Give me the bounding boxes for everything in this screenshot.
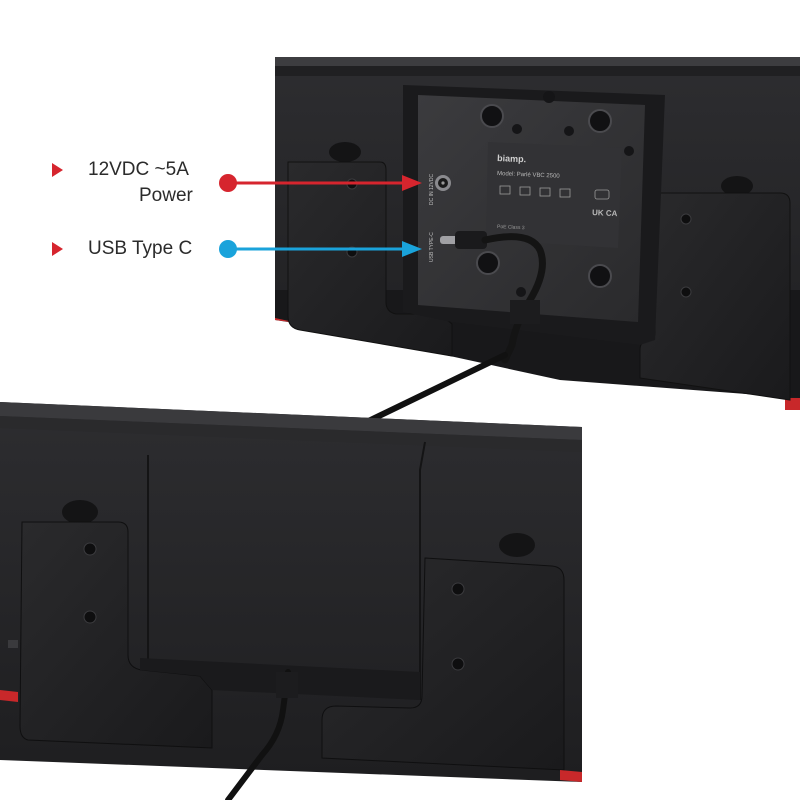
top-device-red-accent-right	[785, 398, 800, 410]
bottom-mount-hole-left	[62, 500, 98, 524]
top-right-bracket-screw-2	[680, 286, 692, 298]
bottom-left-bracket	[19, 521, 213, 749]
usb-c-plug	[440, 231, 487, 249]
power-callout-line2: Power	[139, 185, 193, 206]
dc-in-port-label: DC IN 12VDC	[429, 173, 435, 205]
power-bullet-icon	[52, 163, 63, 177]
usb-bullet-icon	[52, 242, 63, 256]
bottom-right-bracket-screw-1	[451, 582, 465, 596]
top-device-groove	[275, 66, 800, 76]
top-mount-hole-right	[721, 176, 753, 196]
power-callout-line	[219, 174, 422, 192]
top-right-bracket	[639, 192, 791, 401]
cable-holder	[510, 300, 540, 324]
top-mount-hole-left	[329, 142, 361, 162]
label-uk-mark: UK CA	[592, 208, 618, 218]
bottom-device-red-accent-left	[0, 690, 18, 702]
bottom-right-bracket	[321, 557, 565, 771]
usb-callout-line	[219, 240, 422, 258]
usb-callout-line1: USB Type C	[88, 238, 193, 259]
usb-port-label: USB TYPE-C	[429, 232, 435, 262]
usb-cable-top	[481, 233, 546, 364]
bottom-mount-hole-right	[499, 533, 535, 557]
bottom-device-top	[0, 402, 582, 440]
bottom-device	[0, 402, 582, 800]
panel-mount-holes	[476, 104, 612, 288]
top-left-bracket	[287, 161, 453, 357]
usb-cable-long	[347, 352, 508, 433]
label-model: Model: Parlé VBC 2500	[497, 171, 561, 180]
bottom-device-red-accent-right	[560, 770, 582, 782]
top-right-bracket-screw-1	[680, 213, 692, 225]
top-device: biamp. Model: Parlé VBC 2500 UK CA PoE C…	[275, 57, 800, 410]
bottom-device-seam	[147, 441, 426, 700]
power-callout-line1: 12VDC ~5A	[88, 159, 189, 180]
bottom-cable-holder	[276, 672, 298, 698]
label-class: PoE Class 3	[497, 224, 525, 231]
bottom-right-bracket-screw-2	[451, 657, 465, 671]
top-device-top-edge	[275, 57, 800, 66]
product-label: biamp. Model: Parlé VBC 2500 UK CA PoE C…	[486, 142, 622, 248]
usb-cable-bottom	[225, 669, 291, 800]
bottom-left-bracket-screw-1	[83, 542, 97, 556]
dc-power-port	[435, 175, 451, 191]
bottom-left-bracket-screw-2	[83, 610, 97, 624]
label-brand: biamp.	[497, 153, 526, 164]
